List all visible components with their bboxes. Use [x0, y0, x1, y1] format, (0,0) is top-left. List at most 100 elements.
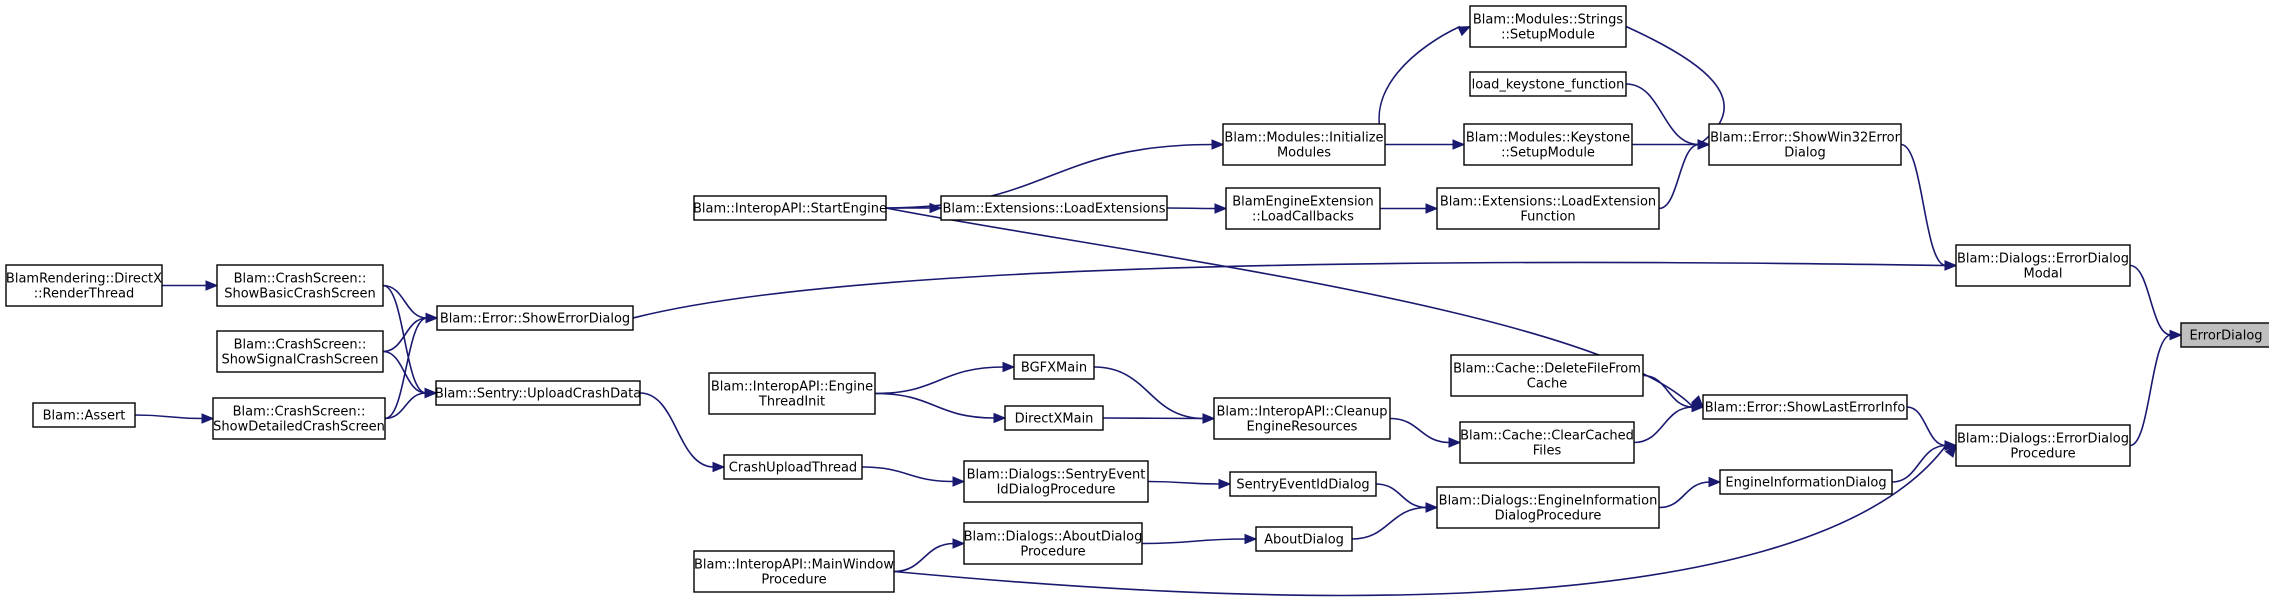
node-label-line: Blam::Dialogs::EngineInformation: [1439, 494, 1658, 509]
node-label-line: CrashUploadThread: [729, 461, 857, 476]
call-edge-initialize_modules-to-keystone_setupmodule: [1385, 139, 1466, 150]
node-label-line: Blam::Extensions::LoadExtensions: [942, 202, 1165, 217]
call-edge-engineinformationdialog-to-errordialog_procedure: [1891, 440, 1958, 483]
call-edge-directxmain-to-cleanup_engineresources: [1102, 413, 1216, 424]
call-edge-showwin32errordialog-to-errordialog_modal: [1900, 143, 1958, 271]
node-loadextensions[interactable]: Blam::Extensions::LoadExtensions: [940, 195, 1168, 221]
call-edge-renderthread-to-showbasiccrashscreen: [161, 280, 219, 291]
node-label-line: Blam::CrashScreen::: [234, 272, 367, 287]
call-edge-loadcallbacks-to-loadextensionfunction: [1379, 203, 1439, 214]
node-showsignalcrashscreen[interactable]: Blam::CrashScreen::ShowSignalCrashScreen: [216, 330, 384, 373]
node-label-line: Blam::InteropAPI::StartEngine: [693, 202, 887, 217]
node-label-line: Cache: [1527, 377, 1567, 392]
node-directxmain[interactable]: DirectXMain: [1004, 405, 1104, 431]
node-label-line: Blam::Cache::DeleteFileFrom: [1453, 362, 1641, 377]
node-aboutdialog[interactable]: AboutDialog: [1255, 526, 1353, 552]
node-error-dialog[interactable]: ErrorDialog: [2180, 322, 2269, 348]
node-label-line: Procedure: [2010, 447, 2075, 462]
node-label-line: DirectXMain: [1015, 412, 1094, 427]
node-label-line: Blam::InteropAPI::Engine: [711, 380, 873, 395]
call-edge-assert-to-showdetailedcrashscreen: [134, 413, 215, 424]
node-strings-setupmodule[interactable]: Blam::Modules::Strings::SetupModule: [1469, 5, 1627, 48]
node-label-line: ShowSignalCrashScreen: [221, 353, 378, 368]
node-label-line: Blam::CrashScreen::: [233, 405, 366, 420]
node-label-line: Blam::Error::ShowLastErrorInfo: [1705, 401, 1906, 416]
node-label-line: Blam::Extensions::LoadExtension: [1440, 195, 1656, 210]
node-assert[interactable]: Blam::Assert: [32, 402, 136, 428]
call-edge-cleanup_engineresources-to-clearcachedfiles: [1389, 417, 1462, 448]
node-label-line: Function: [1520, 210, 1575, 225]
node-label-line: Blam::Cache::ClearCached: [1460, 429, 1634, 444]
call-edge-initialize_modules-to-strings_setupmodule: [1378, 25, 1472, 145]
node-sentryeventid-dialogprocedure[interactable]: Blam::Dialogs::SentryEventIdDialogProced…: [963, 460, 1149, 503]
node-label-line: DialogProcedure: [1495, 509, 1602, 524]
node-label-line: BlamEngineExtension: [1232, 195, 1374, 210]
node-engineinformationdialog[interactable]: EngineInformationDialog: [1719, 469, 1893, 495]
call-edge-mainwindow_procedure-to-aboutdialog_procedure: [893, 538, 966, 573]
node-crashuploadthread[interactable]: CrashUploadThread: [723, 454, 863, 480]
call-edge-loadextensionfunction-to-showwin32errordialog: [1658, 139, 1711, 210]
node-label-line: Blam::Modules::Keystone: [1466, 131, 1630, 146]
node-showbasiccrashscreen[interactable]: Blam::CrashScreen::ShowBasicCrashScreen: [216, 264, 384, 307]
node-uploadcrashdata[interactable]: Blam::Sentry::UploadCrashData: [435, 380, 641, 406]
node-label-line: Procedure: [1020, 545, 1085, 560]
call-edge-loadextensions-to-loadcallbacks: [1166, 203, 1228, 214]
node-label-line: Blam::Sentry::UploadCrashData: [435, 387, 641, 402]
node-label-line: AboutDialog: [1264, 533, 1344, 548]
call-edge-engineinformation_dialogprocedure-to-engineinformationdialog: [1658, 476, 1722, 509]
call-edge-showerrordialog-to-errordialog_modal: [632, 260, 1958, 319]
call-edge-aboutdialog-to-engineinformation_dialogprocedure: [1351, 502, 1439, 540]
node-label-line: ::LoadCallbacks: [1252, 210, 1354, 225]
call-edge-errordialog_procedure-to-error_dialog: [2129, 329, 2183, 447]
call-edge-sentryeventid_dialogprocedure-to-sentryeventiddialog: [1147, 478, 1232, 490]
function-nodes: ErrorDialogBlam::Dialogs::ErrorDialogMod…: [5, 5, 2269, 593]
node-label-line: ErrorDialog: [2189, 329, 2262, 344]
node-keystone-setupmodule[interactable]: Blam::Modules::Keystone::SetupModule: [1463, 123, 1633, 166]
node-label-line: Blam::InteropAPI::MainWindow: [694, 558, 894, 573]
node-label-line: ::SetupModule: [1501, 146, 1595, 161]
node-label-line: ::RenderThread: [34, 287, 135, 302]
node-label-line: Blam::Error::ShowErrorDialog: [440, 312, 630, 327]
node-sentryeventiddialog[interactable]: SentryEventIdDialog: [1229, 471, 1377, 497]
node-showerrordialog[interactable]: Blam::Error::ShowErrorDialog: [436, 305, 634, 331]
node-label-line: Modal: [2024, 267, 2063, 282]
node-label-line: Blam::Dialogs::ErrorDialog: [1957, 432, 2129, 447]
call-edge-bgfxmain-to-cleanup_engineresources: [1093, 366, 1216, 424]
node-label-line: Files: [1533, 444, 1562, 459]
node-label-line: ThreadInit: [758, 395, 825, 410]
node-label-line: Blam::CrashScreen::: [234, 338, 367, 353]
node-startengine[interactable]: Blam::InteropAPI::StartEngine: [693, 195, 887, 221]
node-load-keystone-function[interactable]: load_keystone_function: [1469, 71, 1627, 97]
node-label-line: ShowBasicCrashScreen: [224, 287, 376, 302]
call-edge-errordialog_modal-to-error_dialog: [2129, 264, 2183, 341]
node-showdetailedcrashscreen[interactable]: Blam::CrashScreen::ShowDetailedCrashScre…: [212, 397, 386, 440]
node-showlasterrorinfo[interactable]: Blam::Error::ShowLastErrorInfo: [1702, 394, 1908, 420]
call-edge-clearcachedfiles-to-showlasterrorinfo: [1633, 401, 1705, 444]
node-label-line: Blam::Error::ShowWin32Error: [1710, 131, 1901, 146]
node-loadcallbacks[interactable]: BlamEngineExtension::LoadCallbacks: [1225, 187, 1381, 230]
node-label-line: ::SetupModule: [1501, 28, 1595, 43]
node-label-line: ShowDetailedCrashScreen: [213, 420, 385, 435]
node-label-line: SentryEventIdDialog: [1236, 478, 1369, 493]
call-edge-mainwindow_procedure-to-errordialog_procedure: [893, 444, 1957, 597]
call-edge-crashuploadthread-to-sentryeventid_dialogprocedure: [861, 466, 966, 487]
node-renderthread[interactable]: BlamRendering::DirectX::RenderThread: [5, 264, 163, 307]
node-label-line: Blam::Dialogs::ErrorDialog: [1957, 252, 2129, 267]
node-bgfxmain[interactable]: BGFXMain: [1013, 354, 1095, 380]
node-label-line: Dialog: [1784, 146, 1825, 161]
node-label-line: Blam::Dialogs::AboutDialog: [964, 530, 1143, 545]
node-label-line: Blam::Assert: [43, 409, 126, 424]
call-edge-showdetailedcrashscreen-to-uploadcrashdata: [384, 387, 438, 420]
node-engineinformation-dialogprocedure[interactable]: Blam::Dialogs::EngineInformationDialogPr…: [1436, 486, 1660, 529]
